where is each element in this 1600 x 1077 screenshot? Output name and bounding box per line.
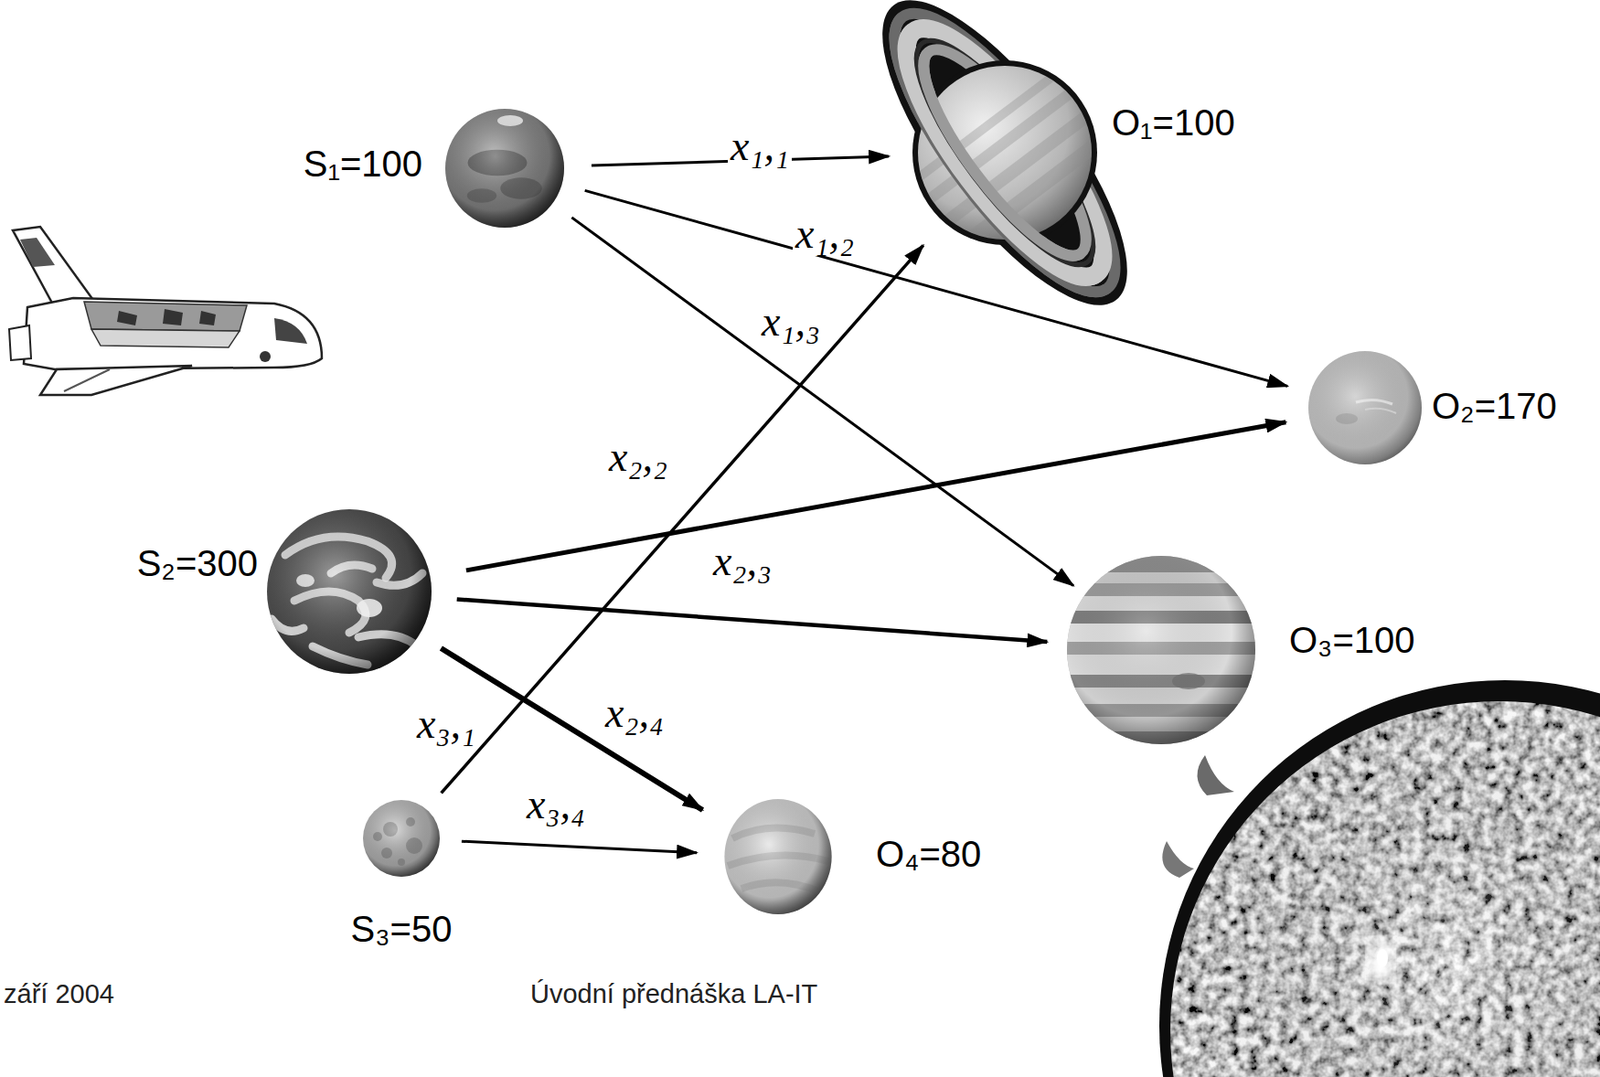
transport-arrow (457, 598, 1048, 642)
saturn-rings (842, 0, 1168, 339)
planet-quantity: S₂=300 (137, 543, 258, 584)
illustration-part (362, 800, 440, 877)
illustration-part (1161, 694, 1600, 1077)
planet-node: O₁=100 (917, 65, 1092, 240)
illustration-part (445, 108, 565, 228)
illustration-part (20, 237, 55, 267)
planet-illustration (720, 799, 836, 915)
planet-node: O₂=170 (1308, 351, 1422, 465)
variable-label: x₂,₃ (710, 539, 775, 584)
planet-illustration (1066, 555, 1256, 745)
transport-arrow (466, 422, 1286, 571)
illustration-part (877, 4, 1120, 301)
transport-arrow (441, 245, 924, 793)
illustration-part (724, 799, 832, 915)
planet-node: S₁=100 (445, 108, 565, 228)
illustration-part (266, 509, 432, 674)
space-shuttle (9, 226, 322, 395)
planet-quantity: O₂=170 (1431, 385, 1558, 427)
footer-text: Úvodní přednáška LA-IT (530, 980, 818, 1010)
illustration-part (1376, 949, 1388, 968)
variable-label: x₁,₂ (792, 212, 857, 256)
planet-quantity: S₃=50 (351, 908, 453, 950)
illustration-part (40, 365, 192, 395)
illustration-part (1162, 841, 1195, 878)
illustration-part (362, 800, 440, 877)
planet-node: O₄=80 (720, 799, 836, 915)
illustration-part (861, 0, 1120, 320)
planet-illustration (445, 108, 565, 228)
planet-quantity: S₁=100 (303, 143, 423, 184)
illustration-part (890, 19, 1119, 286)
illustration-part (9, 325, 32, 361)
illustration-part (274, 318, 308, 344)
planet-illustration (362, 800, 440, 877)
variable-label: x₁,₁ (727, 124, 792, 169)
variable-label: x₂,₄ (602, 691, 667, 736)
illustration-part (64, 369, 110, 392)
illustration-part (1066, 555, 1256, 745)
planet-node: S₃=50 (362, 800, 440, 877)
illustration-part (1170, 701, 1600, 1077)
illustration-part (1066, 555, 1256, 747)
illustration-part (842, 0, 1168, 339)
variable-label: x₁,₃ (758, 299, 823, 344)
illustration-part (23, 298, 322, 370)
planet-node: S₂=300 (266, 509, 432, 674)
transport-arrow (585, 190, 1289, 386)
planet-venus (724, 799, 832, 915)
planet-moon (362, 800, 440, 877)
variable-label: x₃,₁ (414, 702, 479, 747)
illustration-part (861, 0, 1148, 320)
transport-arrow (461, 841, 697, 853)
illustration-part (91, 329, 240, 348)
illustration-part (900, 30, 1110, 275)
planet-illustration (917, 65, 1092, 240)
planet-jupiter (1066, 555, 1256, 747)
illustration-part (259, 351, 271, 363)
illustration-part (877, 4, 1132, 301)
planet-neptune (1308, 351, 1422, 465)
planet-earth (266, 509, 432, 674)
planet-mars (445, 108, 565, 228)
illustration-part (861, 0, 1120, 320)
variable-label: x₃,₄ (523, 782, 588, 827)
illustration-part (266, 509, 432, 674)
planet-node: O₃=100 (1066, 555, 1256, 745)
illustration-part (1308, 351, 1422, 465)
illustration-part (84, 301, 247, 331)
illustration-part (117, 309, 216, 326)
illustration-part (890, 19, 1119, 286)
planet-saturn (842, 0, 1168, 339)
planet-quantity: O₃=100 (1289, 619, 1416, 661)
illustration-part (1308, 351, 1422, 465)
sun (1159, 680, 1600, 1077)
planet-quantity: O₄=80 (875, 833, 982, 875)
illustration-part (724, 799, 832, 915)
footer-text: září 2004 (3, 980, 115, 1010)
planet-quantity: O₁=100 (1111, 102, 1236, 143)
illustration-part (1196, 755, 1235, 796)
illustration-part (1367, 939, 1394, 981)
illustration-part (1066, 555, 1256, 745)
illustration-part (445, 108, 565, 228)
planet-illustration (1308, 351, 1422, 465)
illustration-part (1159, 680, 1600, 1077)
transport-arrow (571, 217, 1074, 587)
illustration-part (861, 0, 1148, 320)
planet-illustration (266, 509, 432, 674)
variable-label: x₂,₂ (606, 435, 671, 480)
